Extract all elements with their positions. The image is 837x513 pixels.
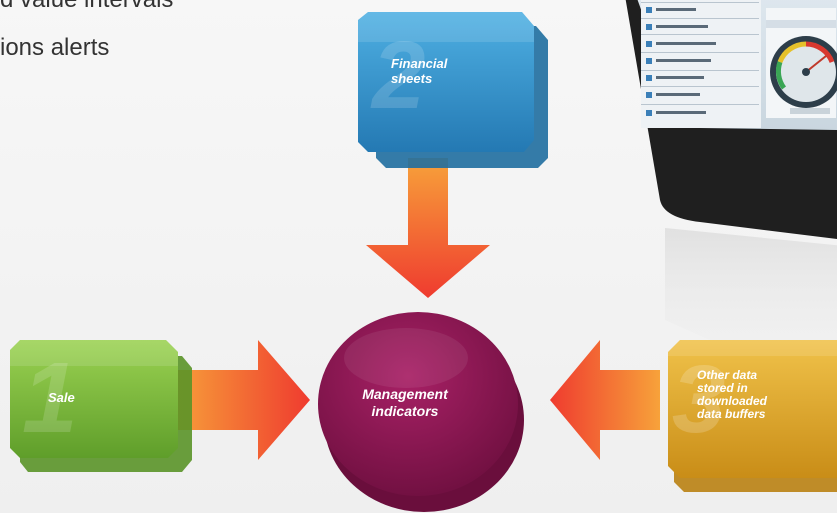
center-label-line-2: indicators bbox=[371, 403, 439, 419]
other-label-line-1: Other data bbox=[697, 368, 758, 382]
financial-sheets-box: 2 bbox=[358, 12, 548, 168]
tablet-sidebar bbox=[641, 0, 761, 128]
tablet-gauge-panel bbox=[766, 8, 837, 118]
other-box-number: 3 bbox=[672, 346, 725, 453]
financial-label-line-2: sheets bbox=[391, 71, 433, 86]
other-data-box: 3 bbox=[668, 340, 837, 492]
other-data-label: Other data stored in downloaded data buf… bbox=[697, 369, 787, 421]
other-label-line-2: stored in bbox=[697, 381, 748, 395]
center-label-line-1: Management bbox=[362, 386, 448, 402]
financial-label-line-1: Financial bbox=[391, 56, 448, 71]
management-indicators-label: Management indicators bbox=[340, 386, 470, 420]
tablet-device bbox=[625, 0, 837, 240]
sale-label: Sale bbox=[48, 390, 75, 405]
caption-line-1: d value intervals bbox=[0, 0, 173, 14]
caption-line-2: ions alerts bbox=[0, 34, 110, 61]
arrow-financial-to-center bbox=[366, 158, 490, 298]
financial-sheets-label: Financial sheets bbox=[391, 56, 471, 86]
other-label-line-3: downloaded bbox=[697, 394, 767, 408]
sale-box: 1 bbox=[10, 340, 192, 472]
financial-box-number: 2 bbox=[370, 22, 425, 129]
sale-box-number: 1 bbox=[22, 342, 78, 454]
management-indicators-circle bbox=[318, 312, 524, 512]
arrow-other-to-center bbox=[550, 340, 660, 460]
arrow-sale-to-center bbox=[170, 340, 310, 460]
other-label-line-4: data buffers bbox=[697, 407, 766, 421]
